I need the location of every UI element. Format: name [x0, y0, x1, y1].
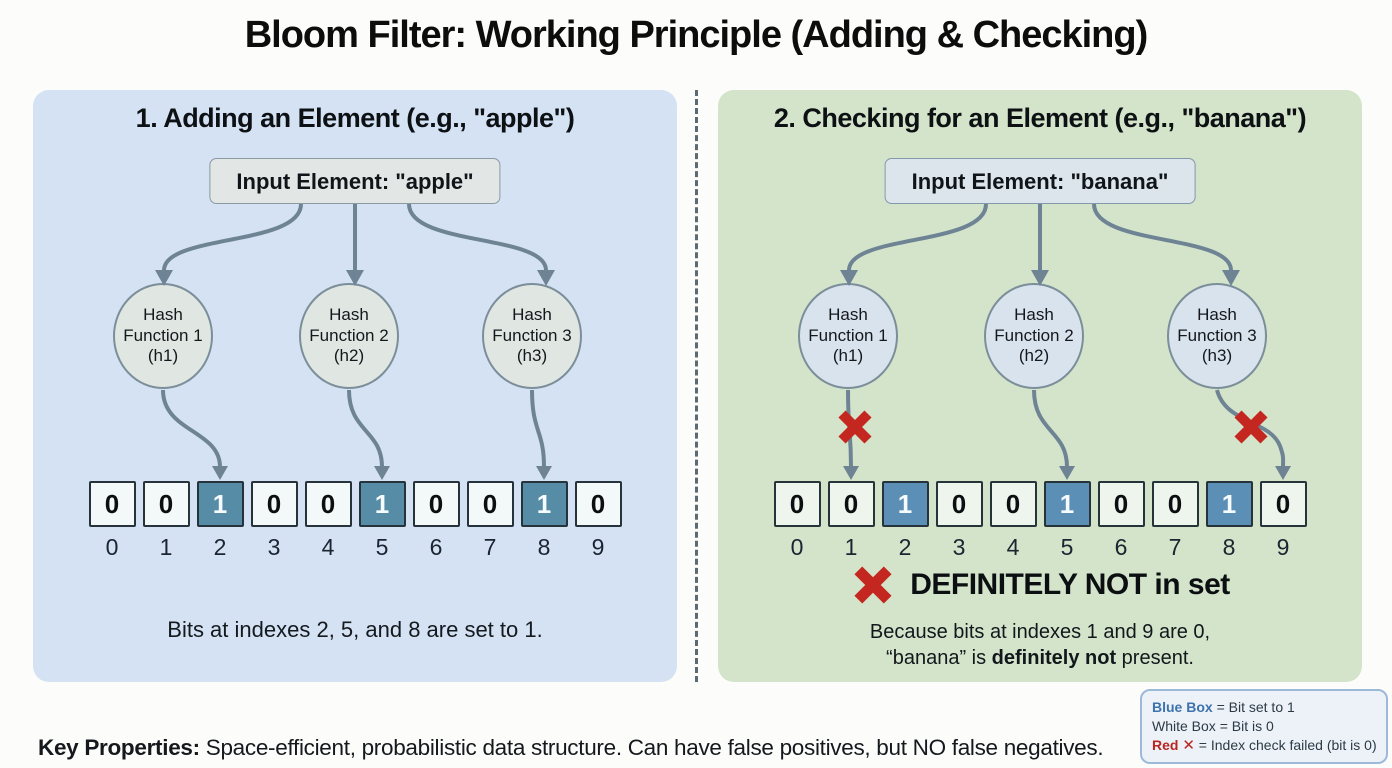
red-x-icon: ✕ — [1182, 737, 1195, 754]
bit-index-label: 7 — [483, 534, 497, 560]
bit-cell: 0 — [466, 481, 514, 527]
hash-function-2-node: Hash Function 2 (h2) — [984, 283, 1084, 389]
bit-cell: 0 — [1259, 481, 1307, 527]
bit-cell-set: 1 — [881, 481, 929, 527]
panel-checking: 2. Checking for an Element (e.g., "banan… — [718, 90, 1362, 682]
hash-function-1-label: Hash Function 1 (h1) — [808, 304, 888, 366]
bit-cell: 0 — [574, 481, 622, 527]
bit-index-label: 1 — [159, 534, 173, 560]
red-x-marks — [838, 410, 1268, 444]
hash-function-1-node: Hash Function 1 (h1) — [113, 283, 213, 389]
bit-cell-set: 1 — [358, 481, 406, 527]
check-explanation: Because bits at indexes 1 and 9 are 0, “… — [718, 619, 1362, 671]
legend-item-red-x: Red ✕ = Index check failed (bit is 0) — [1152, 737, 1377, 754]
check-explanation-line2: “banana” is definitely not present. — [886, 647, 1194, 669]
input-element-box-banana: Input Element: "banana" — [884, 158, 1196, 204]
key-properties-text: Key Properties: Space-efficient, probabi… — [38, 734, 1104, 760]
bit-index-label: 3 — [952, 534, 966, 560]
bit-index-row-adding: 0 1 2 3 4 5 6 7 8 9 — [33, 534, 677, 561]
bit-cell: 0 — [935, 481, 983, 527]
input-element-box-apple: Input Element: "apple" — [209, 158, 501, 204]
bit-index-row-checking: 0 1 2 3 4 5 6 7 8 9 — [718, 534, 1362, 561]
bit-cell: 0 — [773, 481, 821, 527]
bit-index-label: 8 — [537, 534, 551, 560]
bit-array-adding: 0 0 1 0 0 1 0 0 1 0 — [33, 481, 677, 527]
hash-function-3-label: Hash Function 3 (h3) — [1177, 304, 1257, 366]
bit-cell: 0 — [88, 481, 136, 527]
bit-index-label: 1 — [844, 534, 858, 560]
bit-cell: 0 — [250, 481, 298, 527]
bit-index-label: 9 — [1276, 534, 1290, 560]
bit-cell: 0 — [142, 481, 190, 527]
bit-cell-set: 1 — [1205, 481, 1253, 527]
bit-index-label: 6 — [1114, 534, 1128, 560]
check-explanation-line1: Because bits at indexes 1 and 9 are 0, — [869, 621, 1211, 643]
bit-index-label: 5 — [375, 534, 389, 560]
bit-cell: 0 — [412, 481, 460, 527]
adding-caption: Bits at indexes 2, 5, and 8 are set to 1… — [167, 617, 543, 642]
legend-item-blue-box: Blue Box = Bit set to 1 — [1152, 699, 1295, 715]
panel-adding-heading: 1. Adding an Element (e.g., "apple") — [135, 103, 575, 133]
legend-item-white-box: White Box = Bit is 0 — [1152, 718, 1274, 734]
bit-index-label: 6 — [429, 534, 443, 560]
hash-function-2-node: Hash Function 2 (h2) — [299, 283, 399, 389]
bit-index-label: 9 — [591, 534, 605, 560]
bit-index-label: 0 — [105, 534, 119, 560]
hash-function-1-label: Hash Function 1 (h1) — [123, 304, 203, 366]
red-x-icon — [854, 566, 892, 604]
bit-cell: 0 — [1097, 481, 1145, 527]
bit-array-checking: 0 0 1 0 0 1 0 0 1 0 — [718, 481, 1362, 527]
panel-checking-heading: 2. Checking for an Element (e.g., "banan… — [773, 103, 1307, 133]
bit-index-label: 8 — [1222, 534, 1236, 560]
bit-cell: 0 — [827, 481, 875, 527]
panel-divider — [695, 90, 698, 682]
bit-cell-set: 1 — [1043, 481, 1091, 527]
bit-index-label: 4 — [321, 534, 335, 560]
bit-index-label: 7 — [1168, 534, 1182, 560]
hash-function-3-label: Hash Function 3 (h3) — [492, 304, 572, 366]
bit-index-label: 0 — [790, 534, 804, 560]
check-result-text: DEFINITELY NOT in set — [910, 568, 1230, 601]
bit-cell-set: 1 — [196, 481, 244, 527]
key-properties-label: Key Properties: — [38, 734, 200, 760]
bit-index-label: 2 — [213, 534, 227, 560]
hash-function-3-node: Hash Function 3 (h3) — [1167, 283, 1267, 389]
bit-cell-set: 1 — [520, 481, 568, 527]
hash-function-2-label: Hash Function 2 (h2) — [309, 304, 389, 366]
legend-box: Blue Box = Bit set to 1 White Box = Bit … — [1140, 689, 1388, 764]
hash-function-2-label: Hash Function 2 (h2) — [994, 304, 1074, 366]
hash-function-1-node: Hash Function 1 (h1) — [798, 283, 898, 389]
page-title: Bloom Filter: Working Principle (Adding … — [244, 14, 1149, 56]
panel-adding: 1. Adding an Element (e.g., "apple") Inp… — [33, 90, 677, 682]
bit-index-label: 3 — [267, 534, 281, 560]
bit-index-label: 5 — [1060, 534, 1074, 560]
check-result-row: DEFINITELY NOT in set — [718, 563, 1362, 607]
hash-function-3-node: Hash Function 3 (h3) — [482, 283, 582, 389]
bit-index-label: 4 — [1006, 534, 1020, 560]
bit-cell: 0 — [989, 481, 1037, 527]
bit-cell: 0 — [304, 481, 352, 527]
bit-index-label: 2 — [898, 534, 912, 560]
bit-cell: 0 — [1151, 481, 1199, 527]
